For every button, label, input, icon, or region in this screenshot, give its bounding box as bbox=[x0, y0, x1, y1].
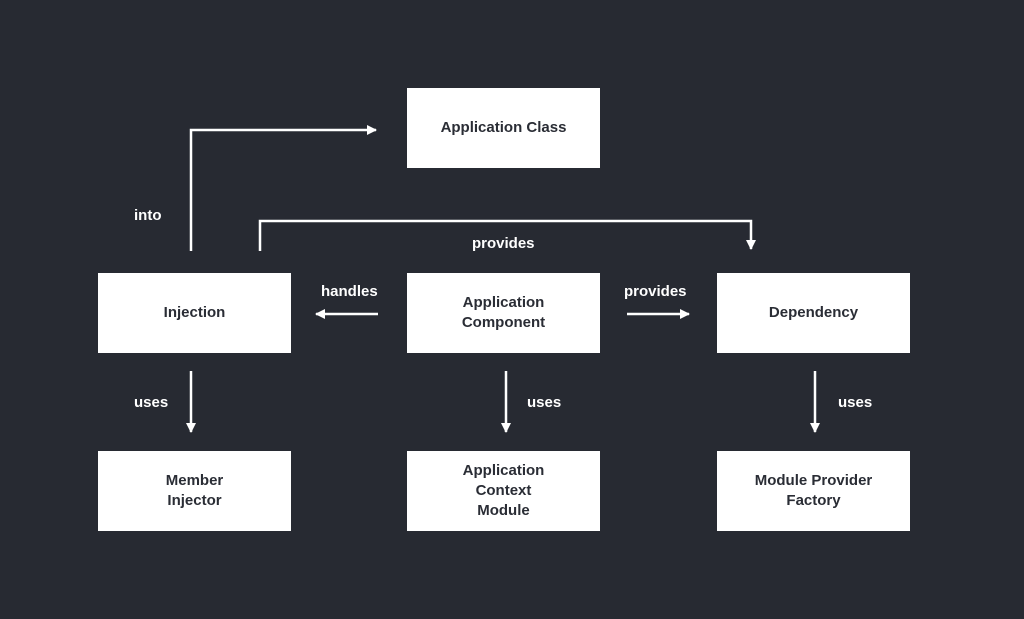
label-uses-center: uses bbox=[527, 394, 562, 411]
arrow-provides-top bbox=[258, 219, 756, 251]
node-application-component: Application Component bbox=[407, 273, 600, 353]
label-uses-right: uses bbox=[838, 394, 873, 411]
node-application-context-module: Application Context Module bbox=[407, 451, 600, 531]
node-member-injector: Member Injector bbox=[98, 451, 291, 531]
arrow-injection-to-application-class bbox=[189, 125, 377, 251]
label-uses-left: uses bbox=[134, 394, 169, 411]
node-dependency: Dependency bbox=[717, 273, 910, 353]
node-injection: Injection bbox=[98, 273, 291, 353]
label-provides-right: provides bbox=[624, 283, 687, 300]
label-provides-top: provides bbox=[472, 235, 535, 252]
node-module-provider-factory: Module Provider Factory bbox=[717, 451, 910, 531]
node-application-class: Application Class bbox=[407, 88, 600, 168]
label-into: into bbox=[134, 207, 162, 224]
label-handles: handles bbox=[321, 283, 378, 300]
